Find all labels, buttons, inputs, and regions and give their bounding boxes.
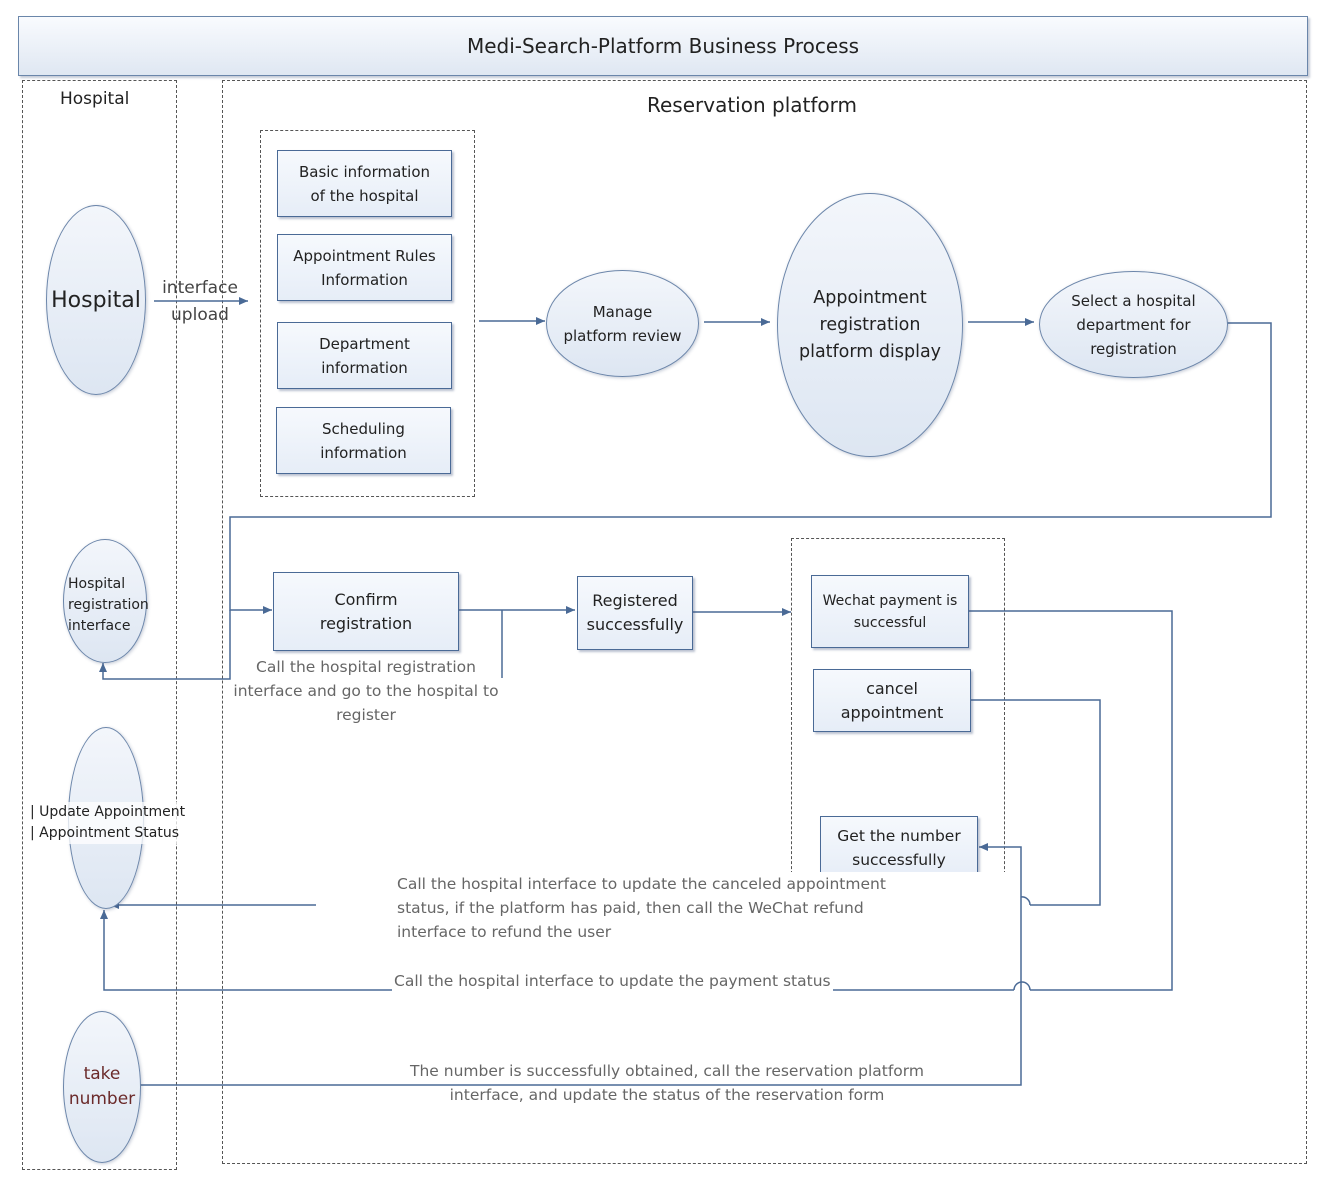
platform-display-node: Appointment registration platform displa… (777, 193, 963, 457)
basic-information-box: Basic information of the hospital (277, 150, 452, 217)
diagram-header: Medi-Search-Platform Business Process (18, 16, 1308, 76)
take-number-node: take number (63, 1011, 141, 1163)
call-payment-label: Call the hospital interface to update th… (392, 969, 833, 993)
cancel-appointment-box: cancel appointment (813, 669, 971, 732)
hospital-lane (22, 80, 177, 1170)
call-registration-label: Call the hospital registration interface… (232, 655, 500, 727)
manage-platform-review-node: Manage platform review (546, 270, 699, 377)
get-number-box: Get the number successfully (820, 816, 978, 879)
registered-successfully-box: Registered successfully (577, 576, 693, 650)
hospital-node: Hospital (46, 205, 146, 395)
call-cancel-label: Call the hospital interface to update th… (383, 872, 1017, 944)
platform-lane (222, 80, 1307, 1164)
outcome-group (791, 538, 1005, 884)
department-information-box: Department information (277, 322, 452, 389)
scheduling-information-box: Scheduling information (276, 407, 451, 474)
diagram-title: Medi-Search-Platform Business Process (466, 34, 860, 58)
select-department-node: Select a hospital department for registr… (1039, 271, 1228, 378)
wechat-payment-box: Wechat payment is successful (811, 575, 969, 648)
info-group (260, 130, 475, 497)
hospital-registration-interface-node: Hospital registration interface (63, 539, 149, 663)
hospital-lane-title: Hospital (60, 89, 130, 109)
update-appointment-status-label: | Update Appointment | Appointment Statu… (30, 802, 186, 844)
platform-lane-title: Reservation platform (647, 93, 857, 117)
interface-upload-label: interface upload (162, 278, 238, 325)
appointment-rules-box: Appointment Rules Information (277, 234, 452, 301)
number-obtained-label: The number is successfully obtained, cal… (410, 1062, 924, 1104)
confirm-registration-box: Confirm registration (273, 572, 459, 651)
